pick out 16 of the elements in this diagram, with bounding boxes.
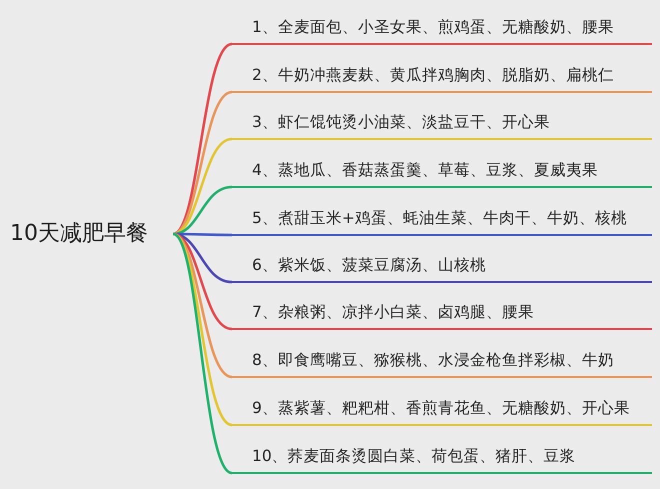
underlined-topic: 3、虾仁馄饨烫小油菜、淡盐豆干、开心果 xyxy=(232,108,652,140)
underlined-topic: 5、煮甜玉米+鸡蛋、蚝油生菜、牛肉干、牛奶、核桃 xyxy=(232,204,652,236)
underlined-topic: 8、即食鹰嘴豆、猕猴桃、水浸金枪鱼拌彩椒、牛奶 xyxy=(232,346,652,378)
underlined-topic: 6、紫米饭、菠菜豆腐汤、山核桃 xyxy=(232,251,652,284)
underlined-topic: 9、蒸紫薯、粑粑柑、香煎青花鱼、无糖酸奶、开心果 xyxy=(232,394,652,426)
underlined-topic: 10、荞麦面条烫圆白菜、荷包蛋、猪肝、豆浆 xyxy=(232,442,652,474)
underlined-topic: 2、牛奶冲燕麦麸、黄瓜拌鸡胸肉、脱脂奶、扁桃仁 xyxy=(232,61,652,94)
branch-curve xyxy=(172,138,232,236)
underlined-topic: 7、杂粮粥、凉拌小白菜、卤鸡腿、腰果 xyxy=(232,298,652,330)
branch-curve xyxy=(172,232,233,474)
underlined-topic: 4、蒸地瓜、香菇蒸蛋羹、草莓、豆浆、夏威夷果 xyxy=(232,156,652,188)
branch-curve xyxy=(172,90,232,236)
branch-curve xyxy=(172,232,232,284)
underlined-topic: 1、全麦面包、小圣女果、煎鸡蛋、无糖酸奶、腰果 xyxy=(232,13,652,46)
branch-curve xyxy=(173,232,232,236)
central-topic: 10天减肥早餐 xyxy=(10,220,173,248)
